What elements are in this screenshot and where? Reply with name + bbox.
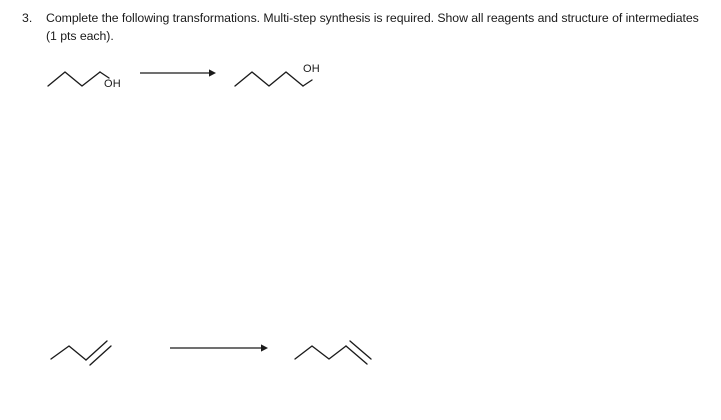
arrow-icon (140, 69, 216, 77)
arrow-icon (170, 344, 268, 352)
reactant-structure-butanol (44, 60, 116, 90)
answer-work-area[interactable] (0, 105, 721, 320)
arrow-head (261, 344, 268, 352)
skeletal-formula-butene (50, 340, 112, 366)
question-block: 3. Complete the following transformation… (22, 10, 702, 45)
question-number: 3. (22, 11, 33, 25)
reaction-arrow-1 (139, 67, 217, 79)
bond-to-hydroxyl (99, 71, 110, 79)
double-bond-line-1 (345, 345, 368, 365)
hydroxyl-label-reactant-1: OH (104, 78, 121, 90)
question-text: Complete the following transformations. … (46, 11, 699, 43)
carbon-chain-path (50, 345, 87, 361)
carbon-chain-path (47, 71, 101, 87)
skeletal-formula-pentanol (234, 71, 313, 87)
arrow-head (209, 69, 216, 77)
product-structure-pentanol (232, 60, 314, 90)
carbon-chain-path (234, 71, 304, 87)
skeletal-formula-pentene (294, 340, 372, 365)
carbon-chain-path (294, 345, 347, 360)
hydroxyl-label-product-1: OH (303, 63, 320, 75)
double-bond-line-2 (89, 345, 112, 366)
double-bond-line-2 (349, 340, 372, 360)
skeletal-formula-butanol (47, 71, 110, 87)
reaction-arrow-2 (169, 342, 269, 354)
product-structure-pentene (292, 332, 380, 366)
double-bond-line-1 (85, 340, 108, 361)
reactant-structure-butene (48, 332, 118, 366)
bond-to-hydroxyl (302, 79, 313, 87)
